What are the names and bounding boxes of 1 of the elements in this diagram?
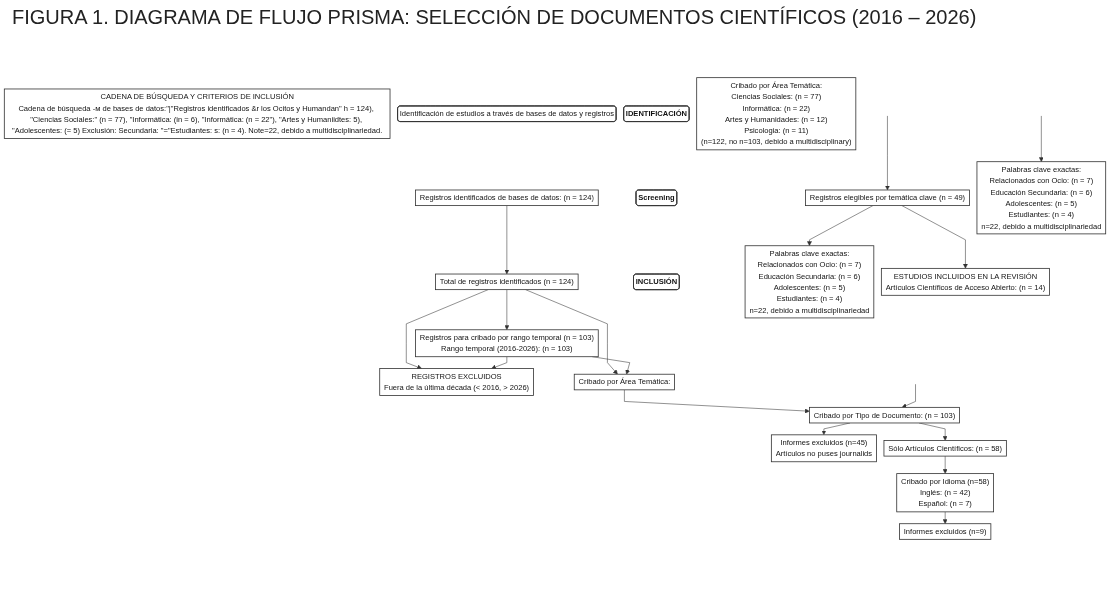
figure-title: FIGURA 1. DIAGRAMA DE FLUJO PRISMA: SELECCIÓN DE DOCUMENTOS CIENTÍFICOS (2016 – 2026) [12,6,978,29]
